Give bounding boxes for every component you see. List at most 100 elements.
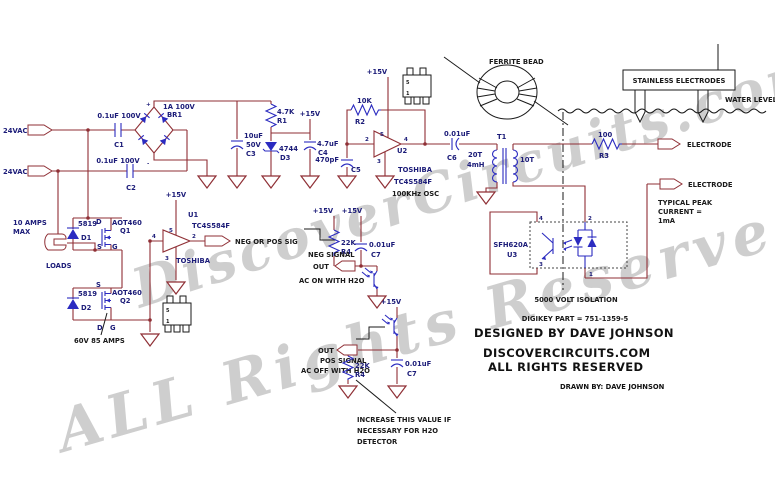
c4-wire: [271, 119, 311, 176]
pos-c7-ref: C7: [407, 370, 417, 378]
c2-capacitor: [126, 164, 134, 178]
c5-capacitor: [340, 159, 354, 168]
r1-resistor: [264, 103, 278, 128]
water-level-line: [557, 108, 767, 114]
c4-capacitor: [303, 141, 317, 151]
electrode2-wire: [584, 183, 660, 279]
neg-phototransistor: [361, 267, 379, 290]
d2-ref: D2: [81, 304, 92, 312]
load-switch-section: 10 AMPS MAX LOADS 5819 D1 D AOT460 Q1 S …: [13, 128, 161, 347]
u2-pkg-pin1: 1: [406, 91, 410, 97]
q2-g-label: G: [110, 324, 116, 332]
neg-r4-resistor: [327, 229, 341, 256]
t1-primary-turns: 20T: [468, 151, 482, 159]
ground-symbol: [196, 175, 218, 189]
plus15-power: +15V: [300, 110, 321, 118]
vac1-label: 24VAC: [3, 127, 28, 135]
pos-r4-value: 22K: [355, 362, 370, 370]
opto-pin3: 3: [539, 262, 543, 268]
r1-ref: R1: [277, 117, 287, 125]
r3-resistor: [591, 137, 622, 151]
pos-out-connector: [336, 344, 358, 356]
c3-ref: C3: [246, 150, 256, 158]
r2-value: 10K: [357, 97, 372, 105]
neg-r4-ref: R4: [341, 248, 351, 256]
bridge-plus: +: [146, 102, 151, 108]
plus15-neg-c7: +15V: [342, 207, 363, 215]
bridge-minus: -: [147, 161, 150, 167]
c3-capacitor: [230, 140, 244, 150]
c4-ref: C4: [318, 149, 328, 157]
pos-waveform-icon: [356, 326, 385, 340]
t1-core: [502, 148, 507, 184]
q2-part: AOT460: [112, 289, 142, 297]
c5-value: 470pF: [315, 156, 339, 164]
u1-wires: [150, 200, 205, 280]
pos-c7-value: 0.01uF: [405, 360, 432, 368]
r2-ref: R2: [355, 118, 365, 126]
t1-primary-coil: [491, 149, 498, 183]
pos-phototransistor: [381, 314, 399, 337]
c6-value: 0.01uF: [444, 130, 471, 138]
u1-pkg-pin1: 1: [166, 319, 170, 325]
credits-block: DESIGNED BY DAVE JOHNSON DISCOVERCIRCUIT…: [474, 326, 674, 391]
ground-symbol: [226, 175, 248, 189]
neg-c7-ref: C7: [371, 251, 381, 259]
r3-ref: R3: [599, 152, 609, 160]
q1-s-label: S: [97, 243, 102, 251]
u1-pin-in: 4: [152, 234, 156, 240]
c3-value2: 50V: [246, 141, 261, 149]
c5-ref: C5: [351, 166, 361, 174]
max-current-line2: MAX: [13, 228, 31, 236]
u2-package: 5 1: [402, 67, 432, 105]
u1-brand: TOSHIBA: [176, 257, 211, 265]
stainless-electrodes-box: [622, 69, 736, 91]
plus15-u2: +15V: [367, 68, 388, 76]
t1-wires: [485, 144, 586, 222]
q2-ref: Q2: [120, 297, 131, 305]
u1-part: TC4S584F: [192, 222, 230, 230]
pos-c7-capacitor: [390, 359, 404, 368]
ground-symbol: [475, 191, 497, 205]
u2-pin-top: 5: [380, 132, 384, 138]
u2-pin-out: 4: [404, 137, 408, 143]
digikey-label: DIGIKEY PART = 751-1359-5: [522, 315, 629, 323]
ground-symbol: [386, 385, 408, 399]
t1-inductance: 4mH: [467, 161, 485, 169]
plus15-pos: +15V: [381, 298, 402, 306]
opto-bracket-wires: [489, 211, 538, 275]
q1-part: AOT460: [112, 219, 142, 227]
u2-pin-in: 2: [365, 137, 369, 143]
probe-section: STAINLESS ELECTRODES WATER LEVEL 100 R3 …: [513, 44, 775, 279]
opto-led-pair: [573, 222, 597, 268]
u2-brand: TOSHIBA: [398, 166, 433, 174]
stainless-electrodes-label: STAINLESS ELECTRODES: [633, 77, 726, 85]
opto-outline-box: [529, 221, 628, 269]
u2-freq-note: 100KHz OSC: [392, 190, 439, 198]
u1-pin-top: 5: [169, 228, 173, 234]
vac1-connector: [27, 124, 53, 136]
credit-site: DISCOVERCIRCUITS.COM: [483, 346, 650, 360]
u1-pin-out: 2: [192, 234, 196, 240]
pos-note-label: AC OFF WITH H2O: [301, 367, 370, 375]
transformer-section: T1 20T 4mH 10T: [467, 133, 586, 222]
opto-pin2: 2: [588, 216, 592, 222]
ferrite-leads: [443, 56, 569, 126]
u2-inverter-triangle: [373, 130, 403, 158]
t1-secondary-turns: 10T: [520, 156, 534, 164]
neg-out-label: OUT: [313, 263, 329, 271]
c1-value: 0.1uF 100V: [97, 112, 141, 120]
neg-c7-value: 0.01uF: [369, 241, 396, 249]
electrode2-connector: [659, 178, 683, 190]
neg-note-label: AC ON WITH H2O: [299, 277, 365, 285]
ferrite-bead: FERRITE BEAD: [443, 56, 569, 126]
dc-rail-wire: [153, 100, 271, 176]
c6-capacitor: [451, 137, 460, 151]
advice-pointer-line: [355, 379, 397, 414]
vac2-label: 24VAC: [3, 168, 28, 176]
neg-waveform-icon: [304, 228, 336, 241]
rating-pointer-line: [100, 312, 108, 336]
t1-ref: T1: [497, 133, 507, 141]
electrode-prongs: [634, 90, 709, 124]
ground-symbol: [374, 175, 396, 189]
